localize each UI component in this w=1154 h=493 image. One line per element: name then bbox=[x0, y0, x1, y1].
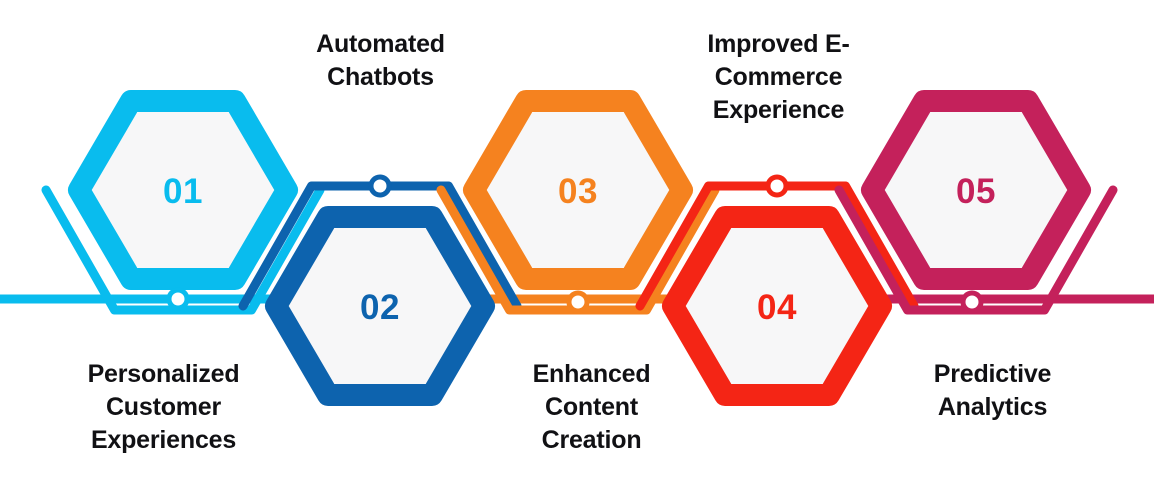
step-label-04: Improved E- Commerce Experience bbox=[707, 30, 850, 124]
hexagon-step-02[interactable] bbox=[265, 206, 495, 406]
hexagon-inner-01 bbox=[91, 112, 275, 268]
hexagon-inner-02 bbox=[288, 228, 472, 384]
hexagon-number-03: 03 bbox=[558, 172, 598, 211]
hexagon-step-01[interactable] bbox=[68, 90, 298, 290]
connector-dot-02 bbox=[368, 174, 392, 198]
hexagon-inner-04 bbox=[685, 228, 869, 384]
hexagon-number-layer: 01 02 03 04 05 bbox=[163, 172, 996, 327]
hexagon-inner-05 bbox=[884, 112, 1068, 268]
hexagon-ring-02 bbox=[265, 206, 495, 406]
hexagon-step-03[interactable] bbox=[463, 90, 693, 290]
connector-dot-03 bbox=[566, 290, 590, 314]
hexagon-ring-05 bbox=[861, 90, 1091, 290]
hexagon-step-05[interactable] bbox=[861, 90, 1091, 290]
connector-dot-01 bbox=[166, 287, 190, 311]
hexagon-inner-03 bbox=[486, 112, 670, 268]
connector-dot-layer bbox=[166, 174, 984, 314]
connector-dot-05 bbox=[960, 290, 984, 314]
hexagon-ring-01 bbox=[68, 90, 298, 290]
connector-dot-04 bbox=[765, 174, 789, 198]
hexagon-number-01: 01 bbox=[163, 172, 203, 211]
step-label-02: Automated Chatbots bbox=[316, 30, 445, 91]
step-label-03: Enhanced Content Creation bbox=[532, 360, 651, 454]
hexagon-ring-04 bbox=[662, 206, 892, 406]
hexagon-number-02: 02 bbox=[360, 288, 400, 327]
hexagon-layer bbox=[68, 90, 1091, 406]
hexagon-step-04[interactable] bbox=[662, 206, 892, 406]
step-label-01: Personalized Customer Experiences bbox=[87, 360, 240, 454]
hexagon-ring-03 bbox=[463, 90, 693, 290]
hexagon-number-04: 04 bbox=[757, 288, 797, 327]
connector-detour-step-01 bbox=[41, 185, 325, 315]
step-label-05: Predictive Analytics bbox=[933, 360, 1052, 421]
hexagon-number-05: 05 bbox=[956, 172, 996, 211]
